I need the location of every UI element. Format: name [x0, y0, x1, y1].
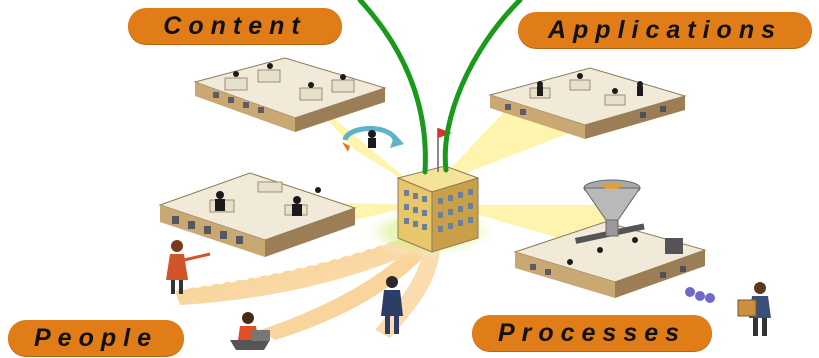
- funnel-icon: [583, 179, 641, 237]
- applications-office-room: [488, 67, 687, 139]
- cycle-arrow-icon: [342, 125, 404, 152]
- network-cables: [357, 0, 523, 175]
- label-processes: Processes: [472, 315, 712, 351]
- label-people: People: [8, 320, 184, 356]
- person-icon: [381, 276, 403, 334]
- content-office-room: [193, 57, 387, 132]
- processes-factory-room: [513, 221, 707, 298]
- laptop-icon: [230, 312, 270, 350]
- person-icon: [685, 282, 771, 336]
- label-content: Content: [128, 8, 342, 44]
- people-office-room: [158, 172, 357, 257]
- label-applications: Applications: [518, 12, 812, 48]
- person-icon: [166, 240, 211, 294]
- building-icon: [396, 165, 480, 253]
